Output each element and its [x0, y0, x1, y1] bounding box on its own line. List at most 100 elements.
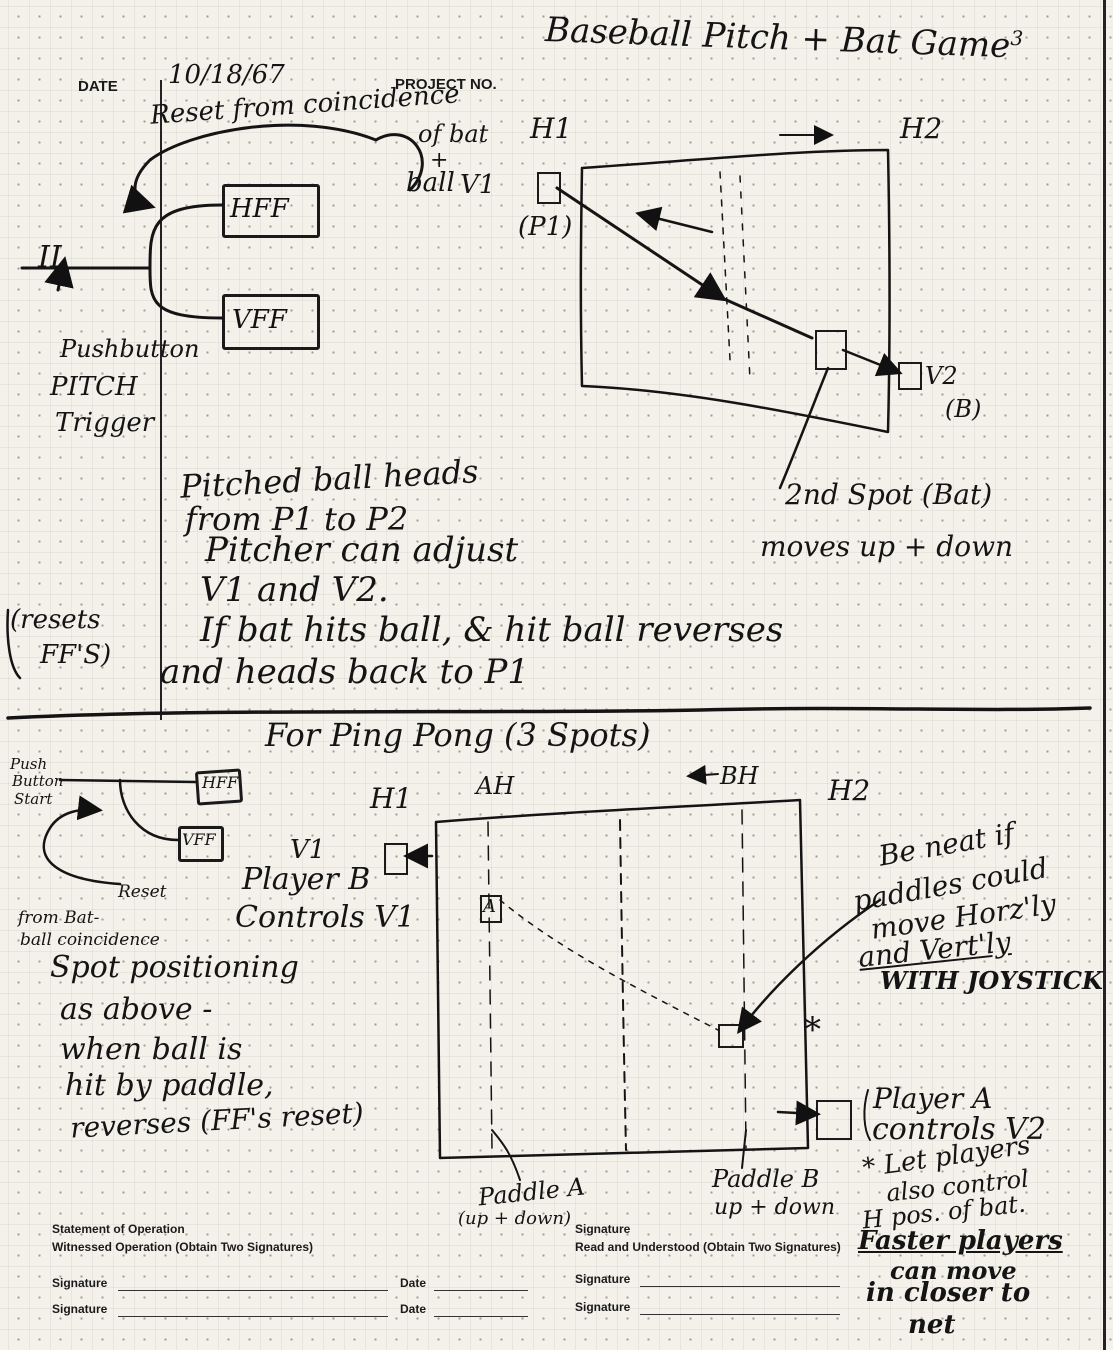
pushbutton-line3: Trigger [55, 408, 155, 438]
date-line-2 [434, 1316, 528, 1317]
pp-start-wire [58, 778, 198, 784]
vff-box [222, 294, 320, 350]
statement-label: Statement of Operation [52, 1222, 185, 1236]
signature-line-1 [118, 1290, 388, 1291]
pingpong-title: For Ping Pong (3 Spots) [265, 716, 651, 754]
pp-net [619, 819, 627, 1151]
pp-v1-label: V1 [290, 835, 326, 865]
right-edge-line [1103, 0, 1106, 1350]
date-line-1 [434, 1290, 528, 1291]
hff-label: HFF [230, 194, 289, 224]
field-hatch-2 [739, 175, 751, 381]
input-arrow [44, 256, 74, 292]
paddle-a-line2: (up + down) [458, 1208, 572, 1229]
note-line3: Pitcher can adjust [205, 530, 519, 570]
pp-track-b [741, 809, 747, 1149]
second-spot-pointer [778, 366, 830, 490]
player-b-line2: Controls V1 [235, 900, 416, 935]
pp-vff-label: VFF [182, 830, 216, 849]
b-label: (B) [945, 395, 982, 423]
pp-h2-label: H2 [828, 774, 871, 807]
pp-reset-curve [42, 795, 122, 886]
reset-note-line2: of bat [418, 120, 489, 148]
right-signature-label-3: Signature [575, 1300, 631, 1314]
note-line4: V1 and V2. [200, 570, 389, 610]
note-line5: If bat hits ball, & hit ball reverses [200, 610, 784, 650]
pp-ball-path-1 [499, 899, 719, 1031]
player-a-line2: controls V2 [872, 1112, 1046, 1147]
pp-ah-label: AH [476, 772, 515, 800]
section-divider [6, 706, 1092, 720]
player-a-bracket [863, 1089, 871, 1141]
bat-to-ball-arrow [841, 348, 903, 377]
push-start-line3: Start [14, 790, 53, 808]
push-start-line2: Button [12, 772, 64, 790]
date-value: 10/18/67 [168, 60, 285, 90]
note-line6: and heads back to P1 [160, 652, 529, 692]
let-players-line6: in closer to [866, 1278, 1031, 1308]
p1-label: (P1) [518, 212, 573, 242]
neat-pointer [736, 898, 882, 1034]
hff-wire [148, 203, 224, 270]
pp-paddle-a-arrow [776, 1100, 821, 1126]
pp-bh-label: BH [720, 762, 759, 790]
paddle-b-line1: Paddle B [712, 1165, 820, 1193]
pp-marker-a [480, 895, 502, 923]
neat-line5: WITH JOYSTICK [880, 966, 1103, 995]
right-signature-line-2 [640, 1286, 840, 1287]
pp-track-a [487, 821, 493, 1151]
reset-loop [135, 123, 424, 206]
spot-note-1: Spot positioning [50, 950, 299, 985]
baseball-field [579, 148, 891, 434]
paddle-a-pointer [491, 1129, 521, 1181]
pp-hff-label: HFF [202, 773, 239, 792]
right-signature-label-2: Signature [575, 1272, 631, 1286]
let-players-line5: can move [890, 1256, 1017, 1285]
v2-label: V2 [925, 362, 958, 390]
pp-reset-line1: Reset [118, 882, 167, 902]
second-spot-line1: 2nd Spot (Bat) [785, 478, 993, 511]
pp-reset-line2: from Bat- [18, 908, 100, 928]
read-understood-label: Read and Understood (Obtain Two Signatur… [575, 1240, 841, 1254]
date-label: DATE [78, 78, 118, 95]
pp-vff-wire [118, 778, 180, 842]
signature-label-2: Signature [52, 1302, 108, 1316]
return-arrow [635, 206, 714, 234]
left-margin-line [160, 80, 162, 720]
pp-vff-box [178, 826, 224, 862]
pushbutton-line2: PITCH [50, 372, 138, 402]
pitch-arrow [555, 186, 727, 302]
star-mark: * [804, 1010, 821, 1050]
h1-label: H1 [530, 112, 573, 145]
pingpong-field [434, 798, 810, 1160]
push-start-line1: Push [10, 755, 48, 773]
right-signature-label-1: Signature [575, 1222, 631, 1236]
field-hatch-1 [719, 171, 731, 361]
paddle-b-pointer [741, 1129, 747, 1169]
pp-ball-spot [718, 1024, 744, 1048]
vff-label: VFF [232, 305, 287, 335]
resets-line2: FF'S) [40, 640, 112, 670]
date-label-2: Date [400, 1302, 427, 1316]
signature-label-1: Signature [52, 1276, 108, 1290]
resets-bracket [6, 608, 22, 680]
spot-note-4: hit by paddle, [65, 1068, 274, 1103]
second-spot-line2: moves up + down [760, 530, 1014, 563]
pushbutton-line1: Pushbutton [60, 335, 200, 363]
pp-h1-label: H1 [370, 782, 413, 815]
project-label: PROJECT NO. [395, 76, 497, 93]
paddle-b-line2: up + down [714, 1195, 835, 1220]
resets-line1: (resets [10, 605, 101, 635]
witnessed-label: Witnessed Operation (Obtain Two Signatur… [52, 1240, 314, 1254]
pp-reset-line3: ball coincidence [20, 930, 160, 950]
pitcher-spot [537, 172, 561, 204]
spot-note-2: as above - [60, 992, 213, 1027]
h2-label: H2 [900, 112, 943, 145]
let-players-line7: net [908, 1310, 956, 1340]
date-label-1: Date [400, 1276, 427, 1290]
reset-note-plus: + [430, 148, 449, 173]
spot-note-3: when ball is [60, 1032, 243, 1067]
pp-bh-arrow [686, 764, 719, 785]
